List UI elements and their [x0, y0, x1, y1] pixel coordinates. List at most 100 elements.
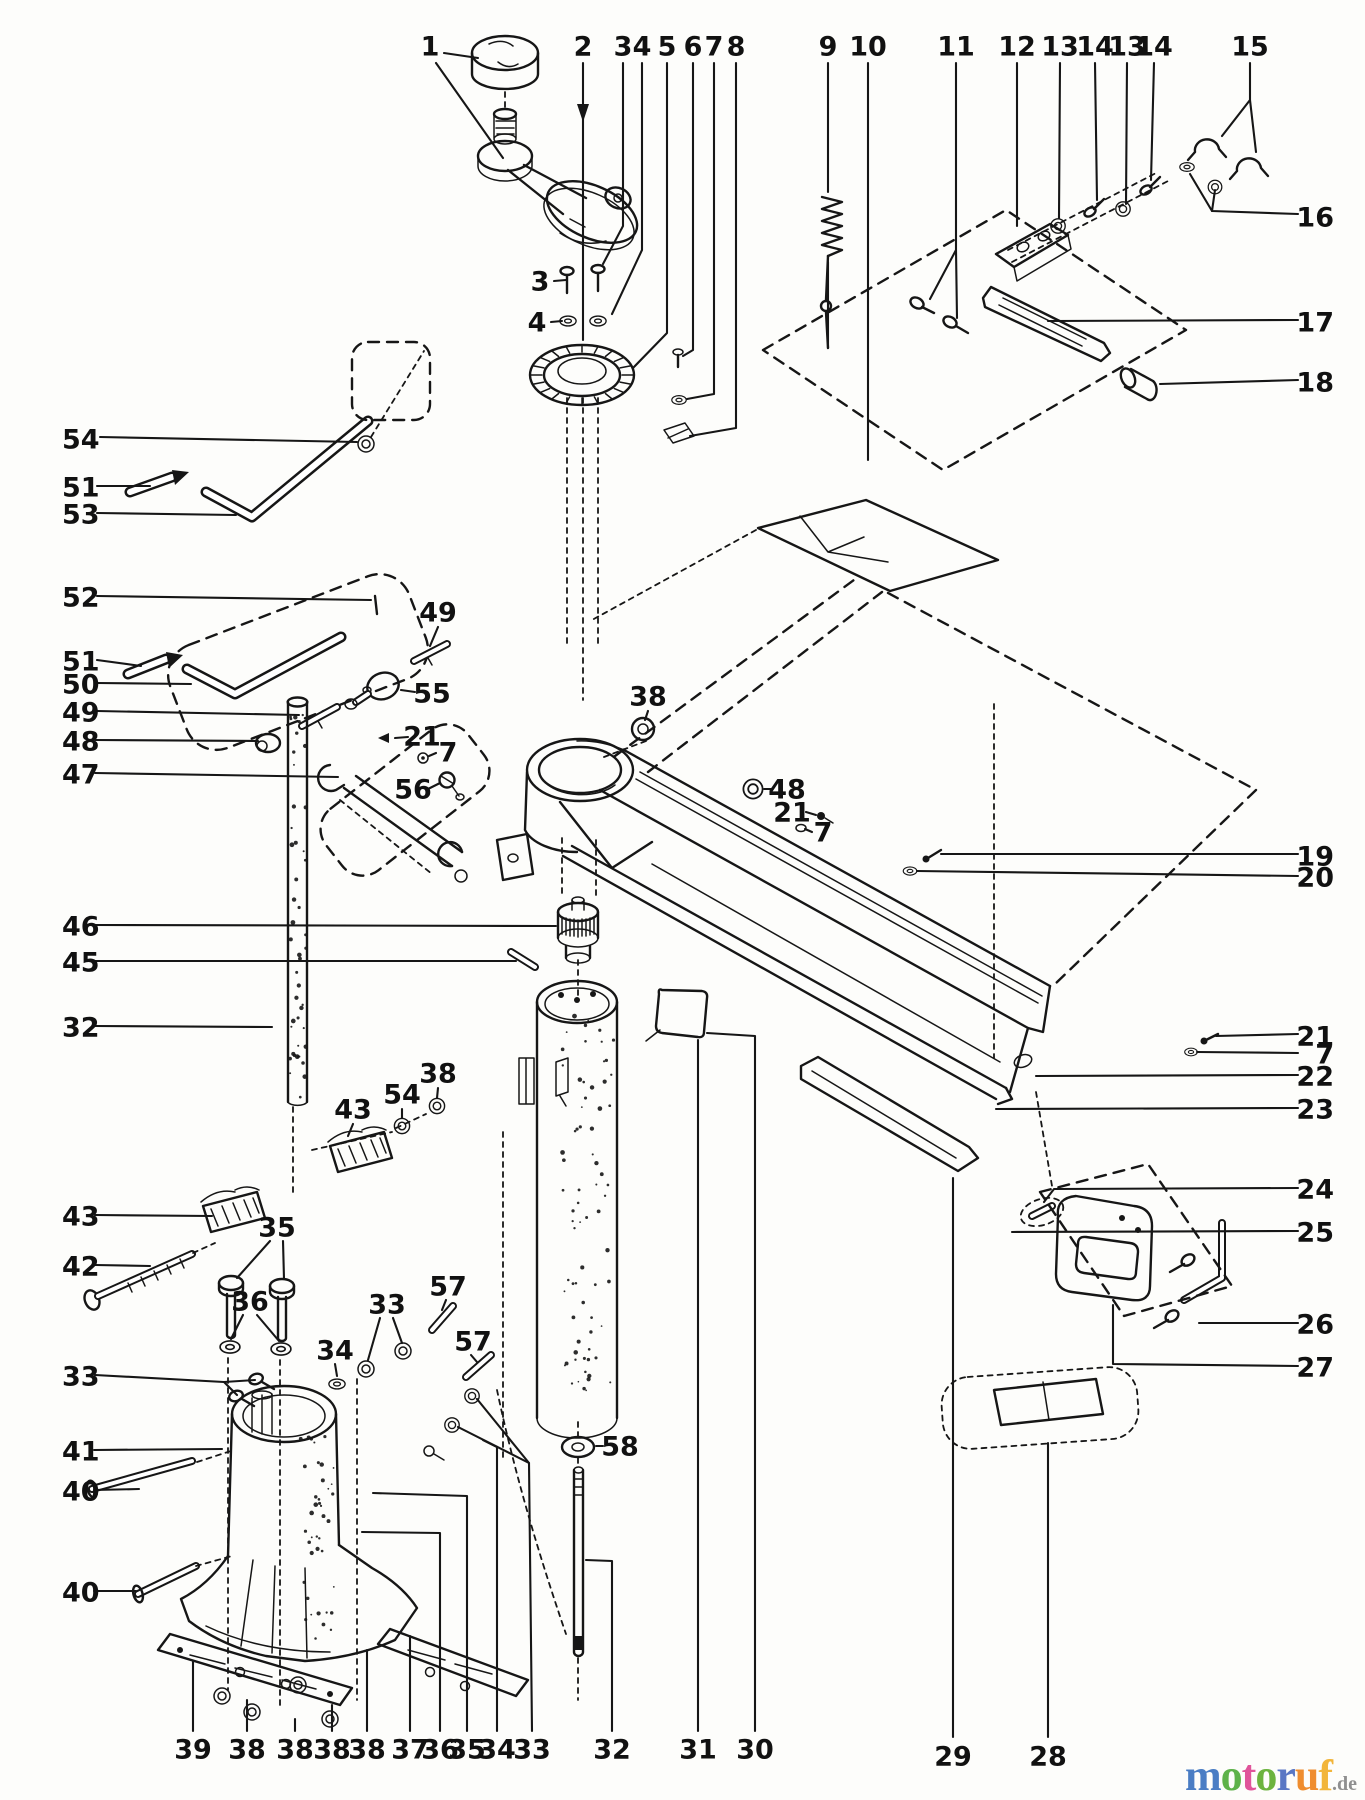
- leader-line-21: [804, 810, 818, 817]
- cable-clip: [1186, 138, 1228, 162]
- leader-line-54: [98, 435, 359, 444]
- base-hardware-cluster: [217, 1131, 504, 1711]
- leader-line-25: [1010, 1229, 1300, 1234]
- part-label-57: 57: [454, 1327, 492, 1358]
- part-label-35: 35: [258, 1213, 296, 1244]
- leader-line-49: [95, 709, 301, 717]
- part-label-51: 51: [62, 647, 100, 678]
- part-label-21: 21: [1296, 1022, 1334, 1053]
- part-label-7: 7: [1315, 1040, 1334, 1071]
- part-label-38: 38: [313, 1735, 351, 1766]
- socket-nut: [254, 732, 282, 754]
- leader-line-7: [1195, 1050, 1300, 1055]
- bolt-head: [438, 771, 456, 789]
- leader-line-35: [281, 1239, 286, 1281]
- base-casting: [85, 1372, 567, 1728]
- leader-line-3: [601, 61, 625, 266]
- leader-line-33: [391, 1316, 404, 1345]
- part-label-19: 19: [1296, 842, 1334, 873]
- guide-post: [286, 696, 309, 1195]
- crank-handle-assembly: [470, 34, 639, 251]
- part-label-24: 24: [1296, 1175, 1334, 1206]
- tension-spring: [820, 195, 844, 258]
- part-label-40: 40: [62, 1477, 100, 1508]
- elevation-column: [507, 837, 619, 1701]
- leader-line-43: [93, 1213, 214, 1218]
- part-label-32: 32: [62, 1013, 100, 1044]
- part-label-45: 45: [62, 948, 100, 979]
- leader-line-7: [427, 751, 438, 758]
- part-label-31: 31: [679, 1735, 717, 1766]
- leader-line-32: [93, 1024, 274, 1029]
- part-label-11: 11: [937, 32, 975, 63]
- column-cap-fasteners: [559, 263, 695, 444]
- part-label-30: 30: [736, 1735, 774, 1766]
- leader-line-7: [685, 61, 716, 401]
- lock-plate: [156, 1632, 354, 1707]
- leader-line-40: [92, 1487, 141, 1492]
- part-label-21: 21: [403, 722, 441, 753]
- leader-line-1: [434, 61, 505, 160]
- leader-line-33: [456, 1425, 531, 1465]
- fence-plate: [940, 1366, 1140, 1450]
- leader-line-6: [681, 61, 695, 358]
- watermark-letter: t: [1241, 1751, 1257, 1800]
- part-label-8: 8: [727, 32, 746, 63]
- part-label-2: 2: [574, 32, 593, 63]
- latch-plate: [756, 498, 1000, 593]
- part-label-22: 22: [1296, 1062, 1334, 1093]
- part-label-49: 49: [419, 598, 457, 629]
- part-label-6: 6: [684, 32, 703, 63]
- leader-line-52: [95, 594, 373, 602]
- part-label-7: 7: [705, 32, 724, 63]
- table-rail: [799, 1055, 980, 1173]
- leader-line-47: [93, 771, 340, 779]
- part-label-28: 28: [1029, 1742, 1067, 1773]
- part-label-7: 7: [439, 738, 458, 769]
- part-label-49: 49: [62, 698, 100, 729]
- part-label-54: 54: [62, 425, 100, 456]
- cable-clip: [1228, 157, 1270, 181]
- leader-line-34: [333, 1362, 339, 1378]
- part-label-39: 39: [174, 1735, 212, 1766]
- arm-end-cap-assembly: [1019, 1091, 1234, 1330]
- part-label-36: 36: [231, 1287, 269, 1318]
- part-label-55: 55: [413, 679, 451, 710]
- leader-line-16: [1210, 188, 1217, 213]
- part-label-48: 48: [768, 775, 806, 806]
- part-label-33: 33: [368, 1290, 406, 1321]
- leader-line-51: [95, 658, 143, 668]
- leader-line-24: [1042, 1186, 1300, 1204]
- tool-set-upper: [124, 340, 432, 523]
- watermark-motoruf: motoruf.de: [1185, 1754, 1357, 1798]
- part-label-12: 12: [998, 32, 1036, 63]
- leader-line-56: [426, 781, 442, 791]
- leader-line-36: [229, 1313, 245, 1341]
- leader-line-50: [95, 681, 193, 686]
- leader-line-20: [915, 869, 1300, 878]
- leader-line-7: [803, 827, 814, 834]
- part-label-53: 53: [62, 500, 100, 531]
- leader-line-33: [475, 1397, 534, 1733]
- part-label-47: 47: [62, 760, 100, 791]
- leader-line-30: [705, 1031, 757, 1733]
- allen-wrench: [181, 631, 347, 700]
- part-label-14: 14: [1135, 32, 1173, 63]
- leader-line-35: [235, 1239, 272, 1280]
- part-label-43: 43: [62, 1202, 100, 1233]
- watermark-tld: .de: [1332, 1773, 1357, 1795]
- part-label-23: 23: [1296, 1095, 1334, 1126]
- leader-lines: [92, 51, 1300, 1739]
- part-label-3: 3: [614, 32, 633, 63]
- part-label-17: 17: [1296, 308, 1334, 339]
- leader-line-17: [1046, 318, 1300, 323]
- part-label-15: 15: [1231, 32, 1269, 63]
- part-label-25: 25: [1296, 1218, 1334, 1249]
- part-label-21: 21: [773, 798, 811, 829]
- leader-line-49: [428, 625, 440, 648]
- part-label-46: 46: [62, 912, 100, 943]
- part-label-52: 52: [62, 583, 100, 614]
- leader-line-42: [93, 1263, 152, 1268]
